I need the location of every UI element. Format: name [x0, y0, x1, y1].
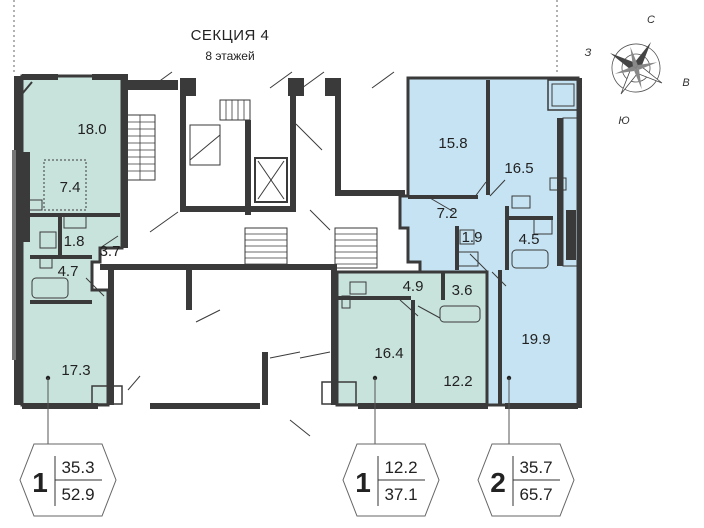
badge-total-area: 37.1 [384, 485, 417, 504]
stairwell [100, 71, 405, 437]
room-area: 16.5 [504, 160, 533, 177]
room-labels-east: 15.8 16.5 7.2 1.9 4.5 19.9 [437, 135, 551, 381]
room-area: 4.9 [403, 278, 424, 295]
section-title: СЕКЦИЯ 4 [191, 27, 270, 44]
room-area: 18.0 [77, 121, 106, 138]
room-area: 19.9 [521, 331, 550, 348]
badge-rooms: 2 [490, 467, 506, 498]
compass-north: С [647, 14, 655, 26]
middle-unit-interior [321, 272, 481, 405]
compass-east: В [682, 77, 689, 89]
room-area: 7.4 [60, 179, 81, 196]
badge-total-area: 52.9 [61, 485, 94, 504]
badge-rooms: 1 [32, 467, 48, 498]
room-area: 12.2 [443, 373, 472, 390]
room-area: 15.8 [438, 135, 467, 152]
apartment-badge-3[interactable]: 2 35.7 65.7 [477, 443, 575, 517]
badge-living-area: 35.7 [519, 458, 552, 477]
compass-rose [610, 42, 663, 95]
badge-total-area: 65.7 [519, 485, 552, 504]
room-area: 17.3 [61, 362, 90, 379]
east-unit-interior [408, 78, 582, 408]
room-area: 1.9 [462, 229, 483, 246]
badge-rooms: 1 [355, 467, 371, 498]
badge-living-area: 12.2 [384, 458, 417, 477]
floors-count: 8 этажей [205, 49, 254, 63]
room-area: 4.7 [58, 263, 79, 280]
room-area: 7.2 [437, 205, 458, 222]
room-area: 4.5 [519, 231, 540, 248]
apartment-badge-1[interactable]: 1 35.3 52.9 [19, 443, 117, 517]
room-area: 3.6 [452, 282, 473, 299]
apartment-badge-2[interactable]: 1 12.2 37.1 [342, 443, 440, 517]
room-area: 1.8 [64, 233, 85, 250]
room-labels-middle: 4.9 3.6 16.4 12.2 [372, 278, 473, 390]
room-area: 16.4 [374, 345, 403, 362]
badge-living-area: 35.3 [61, 458, 94, 477]
compass-south: Ю [618, 115, 629, 127]
west-unit-interior [22, 152, 123, 405]
compass-west: З [585, 47, 592, 59]
room-area: 3.7 [100, 243, 121, 260]
